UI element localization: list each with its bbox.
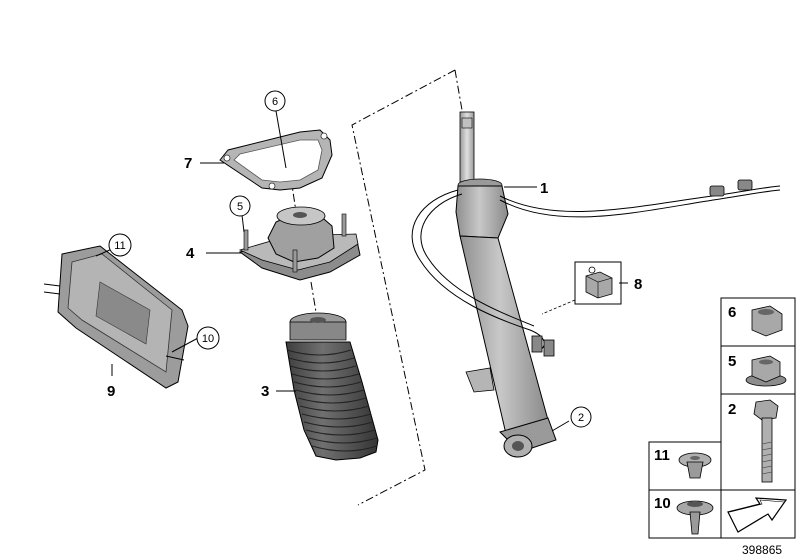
panel-label-2: 2 bbox=[728, 401, 736, 418]
flange-nut-part-5 bbox=[745, 355, 787, 387]
panel-label-5: 5 bbox=[728, 353, 736, 370]
callout-3: 3 bbox=[261, 383, 269, 400]
hardware-panel: 6 5 2 11 10 bbox=[648, 297, 796, 539]
callout-6: 6 bbox=[264, 90, 286, 112]
screw-part-10 bbox=[676, 500, 714, 535]
callout-8: 8 bbox=[634, 276, 642, 293]
bolt-part-2 bbox=[753, 399, 779, 483]
callout-1: 1 bbox=[540, 180, 548, 197]
svg-text:10: 10 bbox=[202, 333, 214, 345]
nut-part-6 bbox=[751, 305, 783, 337]
clip-part-8 bbox=[541, 261, 622, 315]
arrow-symbol-icon bbox=[727, 497, 788, 533]
gasket-part-7 bbox=[219, 129, 333, 191]
clip-part-11 bbox=[678, 452, 712, 479]
callout-4: 4 bbox=[186, 245, 195, 262]
panel-label-6: 6 bbox=[728, 304, 736, 321]
diagram-id: 398865 bbox=[742, 543, 782, 557]
callout-10: 10 bbox=[196, 326, 220, 350]
svg-text:2: 2 bbox=[578, 412, 584, 424]
svg-text:6: 6 bbox=[272, 96, 278, 108]
callout-2: 2 bbox=[570, 406, 592, 428]
control-unit-part-9 bbox=[43, 245, 189, 389]
shock-absorber-part-1 bbox=[411, 111, 781, 458]
dust-boot-part-3 bbox=[285, 312, 379, 461]
leader-lines bbox=[95, 110, 628, 432]
svg-text:5: 5 bbox=[237, 201, 243, 213]
svg-text:11: 11 bbox=[114, 240, 125, 252]
callout-7: 7 bbox=[184, 155, 192, 172]
panel-label-11: 11 bbox=[654, 447, 670, 464]
callout-11: 11 bbox=[108, 233, 132, 257]
callout-5: 5 bbox=[229, 195, 251, 217]
callout-9: 9 bbox=[107, 383, 115, 400]
panel-label-10: 10 bbox=[654, 495, 671, 512]
strut-mount-part-4 bbox=[238, 206, 361, 281]
